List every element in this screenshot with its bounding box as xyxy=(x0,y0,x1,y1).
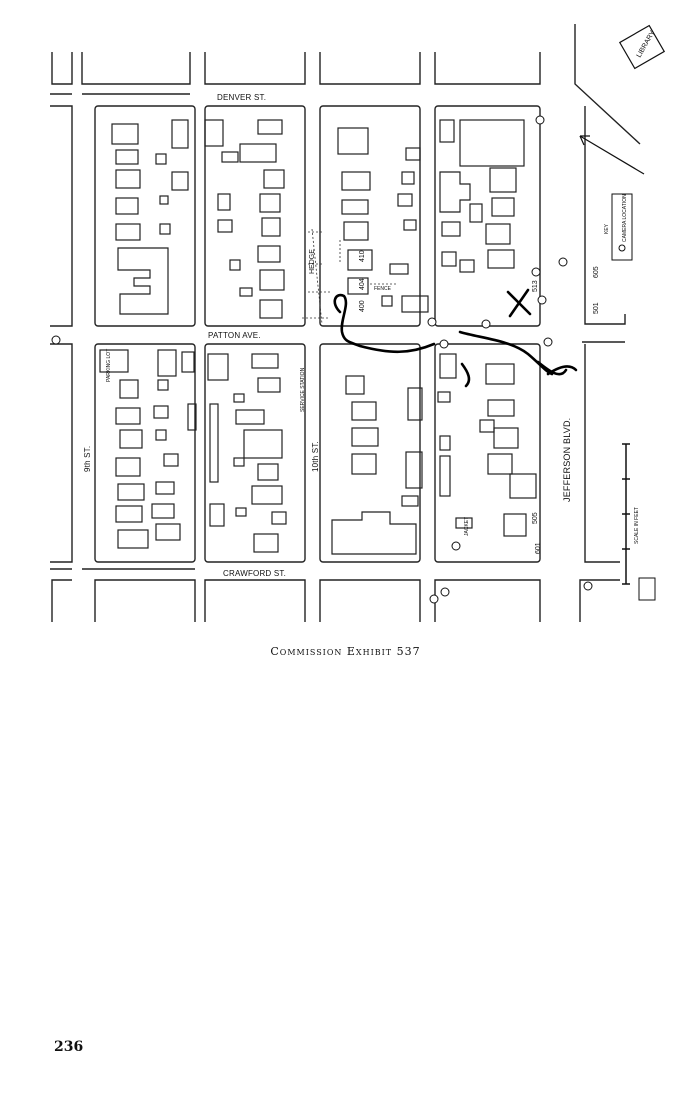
house-number: 505 xyxy=(532,512,539,524)
fence-label: FENCE xyxy=(374,286,392,292)
library-box xyxy=(618,24,665,70)
house-number: 601 xyxy=(535,542,542,554)
jefferson-blvd-label: JEFFERSON BLVD. xyxy=(562,418,572,502)
patton-avenue-label: PATTON AVE. xyxy=(208,331,261,340)
page-number: 236 xyxy=(54,1039,84,1055)
north-arrow xyxy=(579,135,645,175)
tenth-street-label: 10th ST. xyxy=(311,441,320,472)
scale-bar xyxy=(622,443,630,585)
legend-key-label: KEY xyxy=(604,223,610,234)
library-label: LIBRARY xyxy=(636,29,657,59)
fence-hedge-lines xyxy=(302,228,396,325)
crawford-street-label: CRAWFORD ST. xyxy=(223,569,286,578)
parking-lot-label: PARKING LOT xyxy=(106,349,112,382)
house-number: 513 xyxy=(532,280,539,292)
key-box xyxy=(611,193,633,261)
assailant-path xyxy=(333,288,578,388)
street-curbs xyxy=(50,24,641,622)
hedge-label: HEDGE xyxy=(309,249,316,274)
building-outlines xyxy=(99,119,537,555)
camera-markers xyxy=(51,115,593,604)
jacket-label: JACKET xyxy=(464,517,470,536)
house-number: 400 xyxy=(359,300,366,312)
legend-camera-label: CAMERA LOCATION xyxy=(622,194,628,242)
house-number: 501 xyxy=(593,302,600,314)
denver-street-label: DENVER ST. xyxy=(217,93,266,102)
house-number: 605 xyxy=(593,266,600,278)
service-station-label: SERVICE STATION xyxy=(300,367,306,412)
house-number: 410 xyxy=(359,250,366,262)
figure-caption: Commission Exhibit 537 xyxy=(270,645,421,658)
small-sign-box xyxy=(638,577,656,601)
ninth-street-label: 9th ST. xyxy=(83,446,92,472)
house-number: 404 xyxy=(359,278,366,290)
map: DENVER ST. PATTON AVE. CRAWFORD ST. 9th … xyxy=(50,24,665,622)
scale-label: SCALE IN FEET xyxy=(634,507,640,544)
